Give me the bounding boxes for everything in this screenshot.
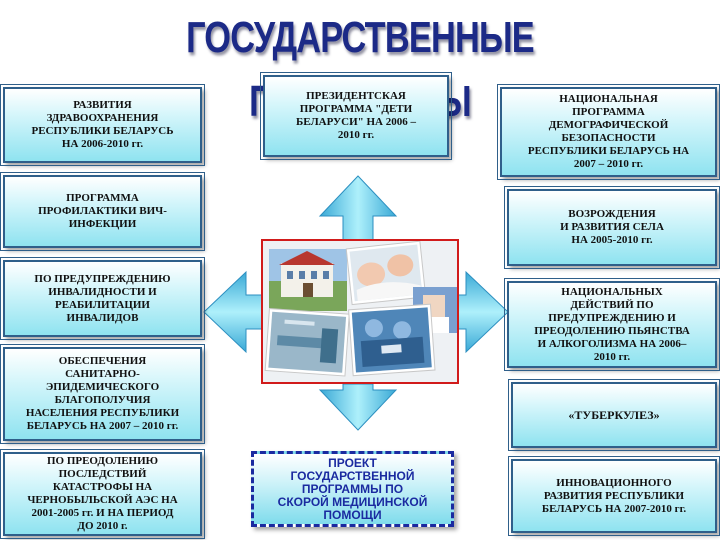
program-box-emergency-care-project: ПРОЕКТ ГОСУДАРСТВЕННОЙ ПРОГРАММЫ ПО СКОР… [251,451,454,527]
medical-photo-collage-image [263,241,457,382]
program-box-left-3: ПО ПРЕДУПРЕЖДЕНИЮ ИНВАЛИДНОСТИ И РЕАБИЛИ… [0,257,205,340]
program-box-right-5: ИННОВАЦИОННОГО РАЗВИТИЯ РЕСПУБЛИКИ БЕЛАР… [508,456,720,536]
program-box-children-of-belarus: ПРЕЗИДЕНТСКАЯ ПРОГРАММА "ДЕТИ БЕЛАРУСИ" … [260,72,452,160]
program-box-right-3: НАЦИОНАЛЬНЫХ ДЕЙСТВИЙ ПО ПРЕДУПРЕЖДЕНИЮ … [504,278,720,371]
program-box-left-5: ПО ПРЕОДОЛЕНИЮ ПОСЛЕДСТВИЙ КАТАСТРОФЫ НА… [0,449,205,539]
arrow-up-icon [318,175,398,241]
arrow-right-icon [457,270,509,354]
program-box-right-2: ВОЗРОЖДЕНИЯ И РАЗВИТИЯ СЕЛА НА 2005-2010… [504,186,720,269]
arrow-left-icon [203,270,263,354]
program-box-left-1: РАЗВИТИЯ ЗДРАВООХРАНЕНИЯ РЕСПУБЛИКИ БЕЛА… [0,84,205,166]
program-box-left-2: ПРОГРАММА ПРОФИЛАКТИКИ ВИЧ- ИНФЕКЦИИ [0,172,205,251]
program-box-right-1: НАЦИОНАЛЬНАЯ ПРОГРАММА ДЕМОГРАФИЧЕСКОЙ Б… [497,84,720,180]
photo-collage [261,239,459,384]
program-box-right-4: «ТУБЕРКУЛЕЗ» [508,379,720,451]
arrow-down-icon [318,383,398,431]
program-box-left-4: ОБЕСПЕЧЕНИЯ САНИТАРНО- ЭПИДЕМИЧЕСКОГО БЛ… [0,344,205,444]
